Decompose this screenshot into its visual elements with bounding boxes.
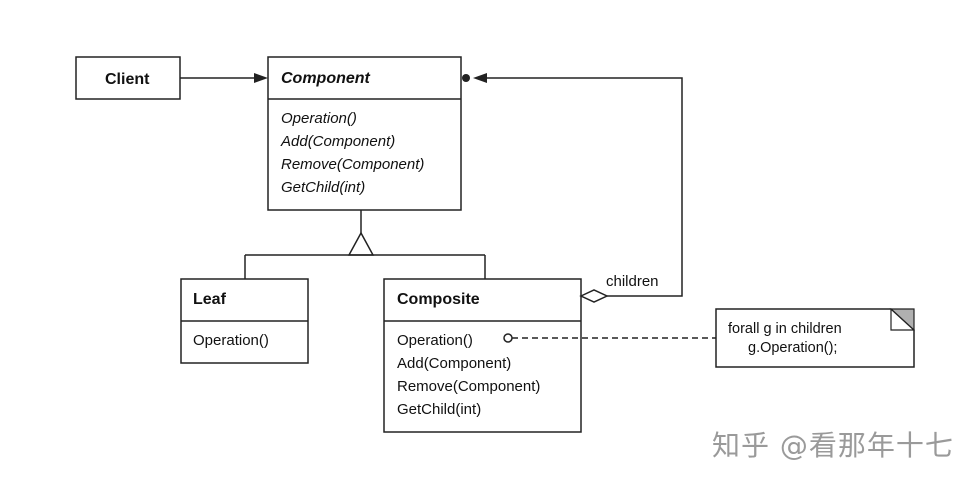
note-fold-crease — [890, 309, 914, 331]
leaf-name: Leaf — [193, 291, 227, 308]
component-op-remove: Remove(Component) — [281, 156, 424, 173]
component-name: Component — [281, 70, 371, 87]
zhihu-watermark: 知乎 @看那年十七 — [712, 429, 954, 462]
client-box — [75, 56, 181, 100]
aggregation-arrowhead — [473, 73, 487, 83]
component-op-getchild: GetChild(int) — [281, 179, 365, 196]
implementation-note: forall g in children g.Operation(); — [503, 308, 915, 368]
client-component-arrowhead — [254, 73, 268, 83]
note-folded-corner-icon — [889, 308, 915, 332]
children-aggregation: children — [462, 73, 683, 303]
component-op-add: Add(Component) — [280, 133, 395, 150]
component-box — [267, 56, 462, 211]
composite-op-operation: Operation() — [397, 332, 473, 349]
note-line-1: forall g in children — [728, 321, 842, 337]
composite-name: Composite — [397, 291, 480, 308]
composite-op-add: Add(Component) — [397, 355, 511, 372]
note-anchor-circle-icon — [503, 333, 513, 343]
inheritance-triangle-icon — [347, 231, 375, 256]
composite-class: Composite Operation() Add(Component) Rem… — [383, 278, 582, 433]
note-line-2: g.Operation(); — [748, 340, 837, 356]
component-class: Component Operation() Add(Component) Rem… — [267, 56, 462, 211]
component-op-operation: Operation() — [281, 110, 357, 127]
client-component-association — [180, 73, 268, 83]
composite-op-remove: Remove(Component) — [397, 378, 540, 395]
inheritance-generalization — [244, 210, 486, 279]
leaf-op-operation: Operation() — [193, 332, 269, 349]
client-class: Client — [75, 56, 181, 100]
composite-box — [383, 278, 582, 433]
aggregation-diamond-icon — [579, 289, 609, 303]
composite-op-getchild: GetChild(int) — [397, 401, 481, 418]
aggregation-multiplicity-dot-icon — [462, 74, 470, 82]
client-name: Client — [105, 71, 150, 88]
association-label-children: children — [606, 273, 659, 290]
note-box — [715, 308, 915, 368]
leaf-class: Leaf Operation() — [180, 278, 309, 364]
aggregation-path — [486, 77, 683, 297]
